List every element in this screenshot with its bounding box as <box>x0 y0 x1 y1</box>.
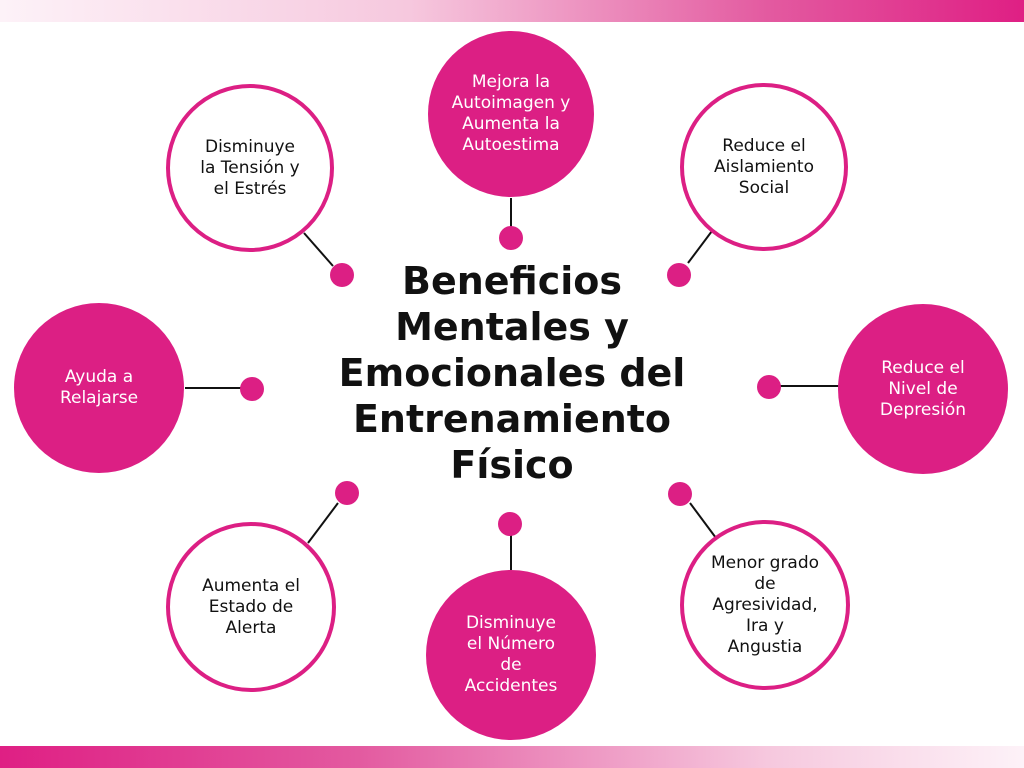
connector-line-tension <box>303 232 334 267</box>
benefit-accidentes-label: Disminuye el Número de Accidentes <box>464 613 558 696</box>
benefit-tension: Disminuye la Tensión y el Estrés <box>166 84 334 252</box>
benefit-depresion: Reduce el Nivel de Depresión <box>838 304 1008 474</box>
benefit-relajarse-label: Ayuda a Relajarse <box>59 367 139 408</box>
connector-line-alerta <box>307 502 339 544</box>
benefit-aislamiento: Reduce el Aislamiento Social <box>680 83 848 251</box>
benefit-autoimagen: Mejora la Autoimagen y Aumenta la Autoes… <box>428 31 594 197</box>
connector-dot-relajarse <box>240 377 264 401</box>
diagram-title: Beneficios Mentales y Emocionales del En… <box>338 259 686 487</box>
connector-dot-alerta <box>335 481 359 505</box>
benefit-depresion-label: Reduce el Nivel de Depresión <box>879 357 967 420</box>
benefit-autoimagen-label: Mejora la Autoimagen y Aumenta la Autoes… <box>451 72 571 155</box>
benefit-accidentes: Disminuye el Número de Accidentes <box>426 570 596 740</box>
benefit-aislamiento-label: Reduce el Aislamiento Social <box>714 135 814 198</box>
connector-dot-depresion <box>757 375 781 399</box>
connector-dot-accidentes <box>498 512 522 536</box>
benefit-tension-label: Disminuye la Tensión y el Estrés <box>200 136 300 199</box>
connector-dot-autoimagen <box>499 226 523 250</box>
top-gradient-bar <box>0 0 1024 22</box>
benefit-agresividad-label: Menor grado de Agresividad, Ira y Angust… <box>710 552 820 657</box>
connector-line-agresividad <box>689 502 717 539</box>
benefit-alerta: Aumenta el Estado de Alerta <box>166 522 336 692</box>
connector-dot-tension <box>330 263 354 287</box>
connector-dot-aislamiento <box>667 263 691 287</box>
benefit-relajarse: Ayuda a Relajarse <box>14 303 184 473</box>
benefit-agresividad: Menor grado de Agresividad, Ira y Angust… <box>680 520 850 690</box>
bottom-gradient-bar <box>0 746 1024 768</box>
connector-line-aislamiento <box>687 230 713 264</box>
connector-dot-agresividad <box>668 482 692 506</box>
benefit-alerta-label: Aumenta el Estado de Alerta <box>202 575 300 638</box>
